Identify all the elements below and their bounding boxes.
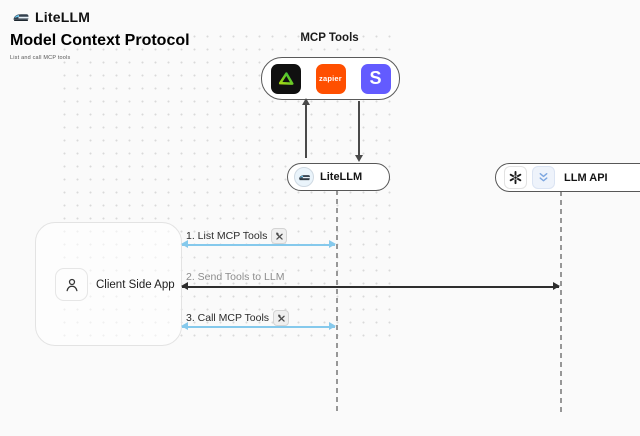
train-icon: [13, 13, 29, 21]
stripe-logo-text: S: [369, 68, 382, 88]
brand-name: LiteLLM: [35, 9, 91, 25]
brand: LiteLLM: [12, 9, 90, 25]
step-3-label: 3. Call MCP Tools: [186, 312, 270, 324]
train-icon: [298, 174, 310, 180]
llm-api-node-label: LLM API: [564, 171, 608, 184]
litellm-logo-badge: [294, 167, 314, 187]
arrow-step-1: [181, 240, 336, 248]
lifeline-llm-api: [560, 191, 562, 413]
zapier-logo-text: zapier: [319, 74, 342, 83]
step-2-label-row: 2. Send Tools to LLM: [186, 271, 284, 283]
page-subtitle: List and call MCP tools: [10, 55, 71, 61]
mcp-tools-group[interactable]: zapier S: [261, 57, 400, 100]
llm-provider-icon: [539, 173, 548, 182]
stripe-tool-tile[interactable]: S: [360, 63, 391, 94]
arrow-mcp-to-litellm: [355, 101, 362, 162]
zapier-tool-tile[interactable]: zapier: [315, 63, 346, 94]
mcp-tools-label: MCP Tools: [300, 32, 359, 44]
arrow-step-3: [181, 322, 336, 330]
step-1-label-row: 1. List MCP Tools: [186, 228, 288, 244]
page-title: Model Context Protocol: [10, 32, 190, 49]
node-llm-api[interactable]: LLM API: [495, 163, 640, 192]
green-triangle-tool-tile[interactable]: [270, 63, 301, 94]
client-icon-badge: [55, 268, 88, 301]
litellm-node-label: LiteLLM: [320, 171, 363, 183]
arrow-step-2: [181, 282, 560, 290]
hammer-wrench-icon: [271, 228, 288, 244]
step-2-label: 2. Send Tools to LLM: [186, 271, 285, 283]
step-1-label: 1. List MCP Tools: [186, 230, 268, 242]
openai-logo-badge: [504, 166, 527, 189]
llm-provider-badge: [532, 166, 555, 189]
arrow-litellm-to-mcp: [302, 98, 309, 158]
node-litellm[interactable]: LiteLLM: [287, 163, 390, 191]
step-3-label-row: 3. Call MCP Tools: [186, 310, 290, 326]
node-client-side-app[interactable]: Client Side App: [35, 222, 182, 346]
openai-icon: [509, 170, 522, 185]
client-node-label: Client Side App: [96, 278, 175, 291]
lifeline-litellm: [336, 190, 338, 411]
hammer-wrench-icon: [273, 310, 290, 326]
person-icon: [65, 278, 78, 291]
triangle-icon: [278, 71, 293, 85]
